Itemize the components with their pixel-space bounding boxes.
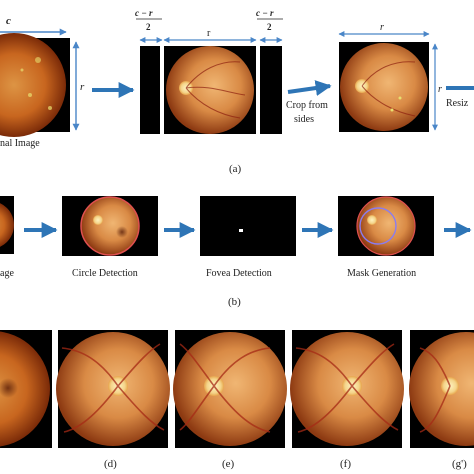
c-image-1 bbox=[56, 330, 170, 448]
c-image-4-partial bbox=[409, 330, 474, 448]
panel-a: c r nal Image c − r 2 r c − r 2 Crop fro… bbox=[0, 8, 474, 175]
arrow-a2 bbox=[287, 80, 332, 96]
b-mask-generation-image bbox=[338, 196, 434, 256]
b-label-circle-detection: Circle Detection bbox=[72, 268, 138, 279]
crop-stage-image bbox=[140, 46, 282, 134]
crop-label-line-1: Crop from bbox=[286, 100, 328, 111]
crop-label-line-2: sides bbox=[294, 114, 314, 125]
caption-f: (f) bbox=[340, 458, 351, 470]
cropped-height-label: r bbox=[438, 84, 442, 95]
c-image-partial bbox=[0, 330, 52, 448]
original-image bbox=[0, 33, 70, 137]
caption-g: (g') bbox=[452, 458, 467, 470]
original-image-label: nal Image bbox=[0, 138, 40, 149]
b-input-image bbox=[0, 196, 14, 254]
b-label-input: age bbox=[0, 268, 14, 279]
panel-c: (d) (e) (f) (g') bbox=[0, 330, 474, 470]
b-fovea-detection-image bbox=[200, 196, 296, 256]
crop-left-fraction-denominator: 2 bbox=[146, 22, 151, 32]
b-circle-detection-image bbox=[62, 196, 158, 256]
crop-right-fraction-denominator: 2 bbox=[267, 22, 272, 32]
b-label-fovea-detection: Fovea Detection bbox=[206, 268, 272, 279]
caption-d: (d) bbox=[104, 458, 117, 470]
caption-e: (e) bbox=[222, 458, 235, 470]
width-label: c bbox=[6, 15, 11, 27]
c-image-2 bbox=[173, 330, 287, 448]
panel-b: age Circle Detection Fovea Detection Mas… bbox=[0, 196, 472, 308]
crop-right-fraction-numerator: c − r bbox=[256, 8, 274, 18]
height-label: r bbox=[80, 81, 85, 93]
resize-label: Resiz bbox=[446, 98, 469, 109]
crop-left-fraction-numerator: c − r bbox=[135, 8, 153, 18]
caption-a: (a) bbox=[229, 163, 242, 175]
caption-b: (b) bbox=[228, 296, 241, 308]
crop-width-label: r bbox=[207, 28, 211, 39]
cropped-width-label: r bbox=[380, 22, 384, 33]
c-image-3 bbox=[290, 330, 404, 448]
cropped-image bbox=[339, 42, 429, 132]
b-label-mask-generation: Mask Generation bbox=[347, 268, 416, 279]
